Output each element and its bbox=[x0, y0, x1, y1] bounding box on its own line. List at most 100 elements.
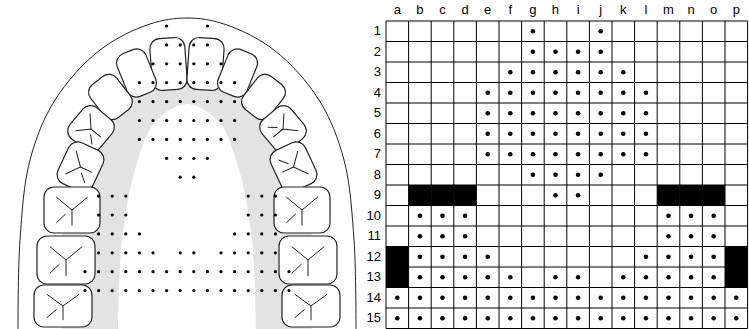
grid-dot bbox=[666, 316, 671, 321]
sample-dot bbox=[97, 270, 100, 273]
grid-dot bbox=[440, 234, 445, 239]
sample-dot bbox=[165, 100, 168, 103]
grid-dot bbox=[485, 131, 490, 136]
sample-dot bbox=[206, 138, 209, 141]
grid-dot bbox=[440, 295, 445, 300]
sample-dot bbox=[233, 289, 236, 292]
row-number: 10 bbox=[367, 206, 381, 227]
sample-dot bbox=[111, 213, 114, 216]
sample-dot bbox=[124, 251, 127, 254]
grid-dot bbox=[531, 49, 536, 54]
grid-dot bbox=[598, 111, 603, 116]
grid-dot bbox=[576, 90, 581, 95]
column-letter: d bbox=[454, 2, 477, 18]
grid-dot bbox=[463, 316, 468, 321]
dental-arch bbox=[18, 18, 356, 329]
grid-dot bbox=[598, 49, 603, 54]
grid-dot bbox=[711, 275, 716, 280]
sample-dot bbox=[219, 81, 222, 84]
filled-cell bbox=[725, 247, 748, 268]
grid-dot bbox=[531, 70, 536, 75]
sample-dot bbox=[97, 289, 100, 292]
arch-outline bbox=[18, 18, 356, 329]
grid-dot bbox=[711, 295, 716, 300]
grid-dot bbox=[576, 70, 581, 75]
sample-dot bbox=[151, 289, 154, 292]
column-letter: e bbox=[476, 2, 499, 18]
grid-dot bbox=[508, 316, 513, 321]
grid-line bbox=[725, 21, 726, 329]
sample-dot bbox=[219, 270, 222, 273]
sample-dot bbox=[151, 270, 154, 273]
sample-dot bbox=[138, 119, 141, 122]
tooth bbox=[37, 236, 95, 284]
grid-dot bbox=[621, 131, 626, 136]
row-number: 13 bbox=[367, 267, 381, 288]
sample-dot bbox=[138, 270, 141, 273]
grid-dot bbox=[576, 111, 581, 116]
grid-dot bbox=[576, 131, 581, 136]
sample-dot bbox=[206, 270, 209, 273]
grid-dot bbox=[553, 152, 558, 157]
grid-dot bbox=[485, 316, 490, 321]
grid-dot bbox=[440, 275, 445, 280]
grid-dot bbox=[553, 131, 558, 136]
filled-cell bbox=[386, 247, 409, 268]
grid-dot bbox=[598, 90, 603, 95]
grid-dot bbox=[644, 111, 649, 116]
grid-dot bbox=[734, 316, 739, 321]
sample-dot bbox=[260, 270, 263, 273]
row-number: 5 bbox=[374, 103, 381, 124]
filled-cell bbox=[702, 185, 725, 206]
column-letter: b bbox=[409, 2, 432, 18]
sample-dot bbox=[260, 232, 263, 235]
grid-dot bbox=[576, 316, 581, 321]
grid-dot bbox=[440, 213, 445, 218]
grid-dot bbox=[621, 295, 626, 300]
sample-dot bbox=[206, 43, 209, 46]
sample-dot bbox=[179, 270, 182, 273]
grid-line bbox=[566, 21, 567, 329]
grid-dot bbox=[598, 295, 603, 300]
tooth bbox=[282, 285, 340, 327]
grid-dot bbox=[485, 275, 490, 280]
cusp-lines bbox=[56, 197, 87, 225]
sample-dot bbox=[233, 100, 236, 103]
grid-dot bbox=[621, 316, 626, 321]
grid-dot bbox=[508, 90, 513, 95]
cusp-lines bbox=[76, 114, 108, 146]
cusp-lines bbox=[50, 247, 82, 277]
grid-dot bbox=[553, 275, 558, 280]
grid-dot bbox=[531, 90, 536, 95]
grid-dot bbox=[666, 275, 671, 280]
column-letter: a bbox=[386, 2, 409, 18]
tooth bbox=[34, 285, 92, 327]
grid-dot bbox=[621, 152, 626, 157]
grid-dot bbox=[644, 316, 649, 321]
grid-dot bbox=[644, 152, 649, 157]
grid-dot bbox=[463, 234, 468, 239]
grid-dot bbox=[598, 152, 603, 157]
sample-dot bbox=[260, 251, 263, 254]
sample-dot bbox=[206, 24, 209, 27]
grid-dot bbox=[531, 29, 536, 34]
grid-dot bbox=[689, 316, 694, 321]
grid-dot bbox=[485, 90, 490, 95]
grid-line bbox=[408, 21, 409, 329]
sample-dot bbox=[192, 100, 195, 103]
sample-dot bbox=[274, 195, 277, 198]
row-number: 3 bbox=[374, 62, 381, 83]
grid-dot bbox=[553, 90, 558, 95]
grid-dot bbox=[531, 295, 536, 300]
grid-line bbox=[386, 21, 387, 329]
grid-dot bbox=[485, 111, 490, 116]
sample-dot bbox=[192, 43, 195, 46]
filled-cell bbox=[409, 185, 432, 206]
sample-dot bbox=[206, 100, 209, 103]
sample-dot bbox=[151, 81, 154, 84]
sample-dot bbox=[97, 213, 100, 216]
column-letter: l bbox=[635, 2, 658, 18]
palate-area bbox=[118, 104, 256, 329]
grid-line bbox=[431, 21, 432, 329]
sample-dot bbox=[192, 289, 195, 292]
